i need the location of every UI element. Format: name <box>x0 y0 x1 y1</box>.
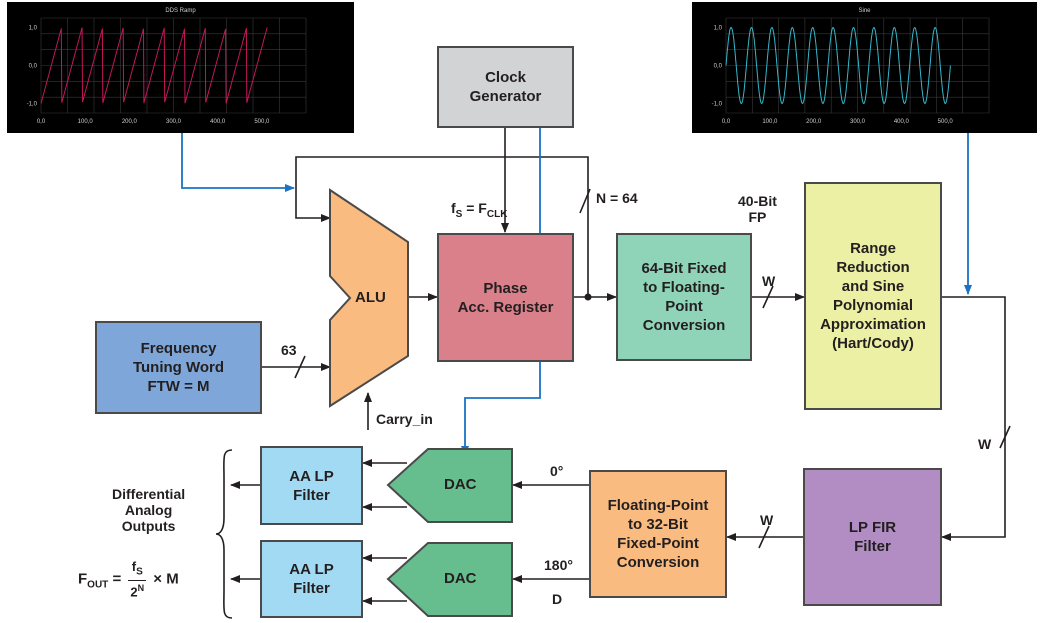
scope-x-tick: 200,0 <box>122 119 138 125</box>
range-to-lpfir-line <box>941 296 1006 541</box>
scope-x-tick: 300,0 <box>850 119 866 125</box>
phase-to-dac-line <box>461 362 541 456</box>
aa-filter-top-block: AA LP Filter <box>260 446 363 525</box>
dac-bottom-label: DAC <box>444 570 477 587</box>
phase-accumulator-label: Phase Acc. Register <box>457 279 554 316</box>
scope-x-tick: 400,0 <box>894 119 910 125</box>
bits-63-label: 63 <box>281 342 297 358</box>
aa-filter-bottom-block: AA LP Filter <box>260 540 363 618</box>
w-label-3: W <box>760 512 774 528</box>
scope-trace <box>40 27 268 104</box>
w-label-2: W <box>978 436 992 452</box>
frequency-tuning-word-label: Frequency Tuning Word FTW = M <box>132 340 225 395</box>
dds-ramp-scope: DDS Ramp 1,0 0,0 -1,0 0,0 100,0 200,0 300,0 400,… <box>7 2 354 133</box>
dds-ramp-plot: DDS Ramp 1,0 0,0 -1,0 0,0 100,0 200,0 300,0 400,… <box>27 8 307 125</box>
scope-x-tick: 100,0 <box>78 119 94 125</box>
scope-x-tick: 0,0 <box>722 119 731 125</box>
scope-y-tick: 0,0 <box>29 64 38 70</box>
aa-filter-bottom-label: AA LP Filter <box>289 561 334 597</box>
output-brace <box>215 449 233 619</box>
scope-trace <box>725 26 951 105</box>
sine-plot: Sine 1,0 0,0 -1,0 0,0 100,0 200,0 300,0 400,0 500… <box>712 8 990 125</box>
scope-y-tick: 1,0 <box>29 26 38 32</box>
scope-y-tick: 1,0 <box>714 26 723 32</box>
alu-block <box>329 188 409 408</box>
float-to-fixed-block: Floating-Point to 32-Bit Fixed-Point Con… <box>589 470 727 598</box>
lp-fir-filter-label: LP FIR Filter <box>848 519 897 555</box>
scope-x-tick: 300,0 <box>166 119 182 125</box>
phase-accumulator-block: Phase Acc. Register <box>437 233 574 362</box>
carry-in-label: Carry_in <box>376 411 433 427</box>
scope-y-tick: -1,0 <box>27 102 38 108</box>
scope-y-tick: -1,0 <box>712 102 723 108</box>
fixed-to-float-block: 64-Bit Fixed to Floating- Point Conversi… <box>616 233 752 361</box>
scope-x-tick: 500,0 <box>938 119 954 125</box>
range-reduction-label: Range Reduction and Sine Polynomial Appr… <box>820 240 926 352</box>
frequency-tuning-word-block: Frequency Tuning Word FTW = M <box>95 321 262 414</box>
phase-0-label: 0° <box>550 463 564 479</box>
float-to-fixed-label: Floating-Point to 32-Bit Fixed-Point Con… <box>607 497 709 571</box>
scope-x-tick: 0,0 <box>37 119 46 125</box>
scope-title: DDS Ramp <box>165 8 196 14</box>
fs-fclk-label: fS = FCLK <box>451 200 508 220</box>
dac-top-block <box>386 448 513 523</box>
dac-top-label: DAC <box>444 476 477 493</box>
differential-outputs-label: Differential Analog Outputs <box>112 486 186 534</box>
lp-fir-filter-block: LP FIR Filter <box>803 468 942 606</box>
scope-y-tick: 0,0 <box>714 64 723 70</box>
scope-title: Sine <box>858 8 871 14</box>
sine-scope: Sine 1,0 0,0 -1,0 0,0 100,0 200,0 300,0 400,0 500… <box>692 2 1037 133</box>
fp40-label: 40-Bit FP <box>738 193 777 225</box>
fixed-to-float-label: 64-Bit Fixed to Floating- Point Conversi… <box>641 260 727 334</box>
aa-filter-top-label: AA LP Filter <box>289 467 334 504</box>
w-label-1: W <box>762 273 776 289</box>
phase-180-label: 180° <box>544 557 573 573</box>
scope-x-tick: 400,0 <box>210 119 226 125</box>
scope-x-tick: 100,0 <box>762 119 778 125</box>
ramp-signal-line <box>181 133 295 192</box>
scope-x-tick: 200,0 <box>806 119 822 125</box>
scope-x-tick: 500,0 <box>254 119 270 125</box>
n64-label: N = 64 <box>596 190 638 206</box>
dac-bottom-block <box>386 542 513 617</box>
d-label: D <box>552 591 563 607</box>
alu-label: ALU <box>355 289 386 306</box>
range-reduction-block: Range Reduction and Sine Polynomial Appr… <box>804 182 942 410</box>
feedback-loop-line <box>295 156 589 297</box>
clock-generator-label: Clock Generator <box>469 69 542 105</box>
clock-generator-block: Clock Generator <box>437 46 574 128</box>
